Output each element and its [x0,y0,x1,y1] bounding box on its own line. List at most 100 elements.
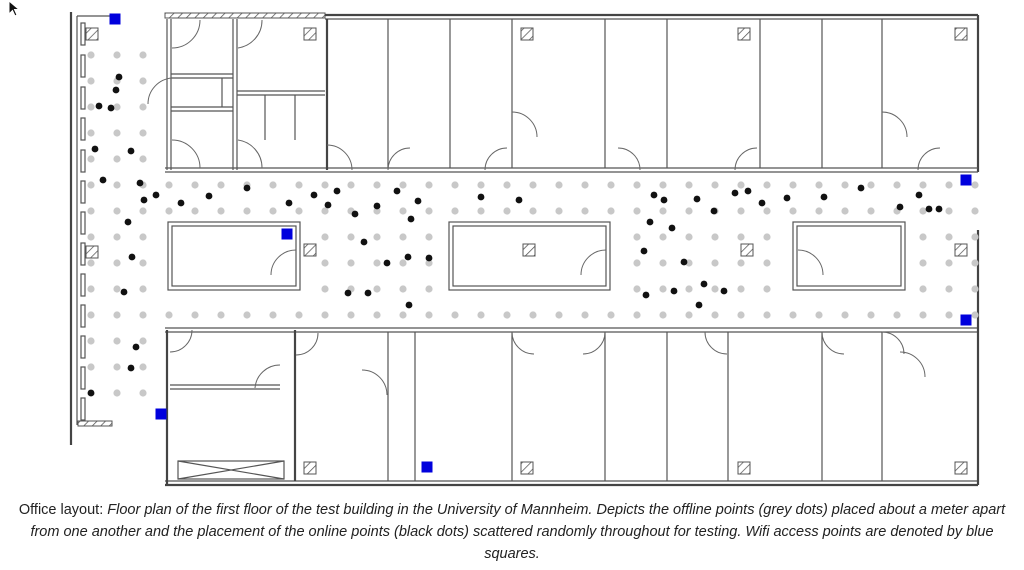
online-point [243,184,251,192]
offline-point [191,311,199,319]
wifi-access-point [421,461,433,473]
online-point [820,193,828,201]
online-point [700,280,708,288]
wifi-access-point [960,314,972,326]
offline-point [945,207,953,215]
offline-point [373,233,381,241]
online-point [120,288,128,296]
offline-point [139,77,147,85]
offline-point [321,311,329,319]
offline-point [373,181,381,189]
offline-point [893,181,901,189]
offline-point [867,181,875,189]
offline-point [373,207,381,215]
offline-point [919,259,927,267]
offline-point [139,311,147,319]
offline-point [841,181,849,189]
offline-point [633,285,641,293]
offline-point [373,259,381,267]
offline-point [87,337,95,345]
offline-point [919,285,927,293]
offline-point [191,181,199,189]
offline-point [477,181,485,189]
offline-point [113,155,121,163]
online-point [136,179,144,187]
offline-point [87,311,95,319]
offline-point [217,181,225,189]
floor-plan [69,12,980,487]
offline-point [139,51,147,59]
offline-point [87,259,95,267]
offline-point [711,311,719,319]
offline-point [139,233,147,241]
offline-point [763,207,771,215]
offline-point [87,129,95,137]
offline-point [321,233,329,241]
offline-point [867,311,875,319]
offline-point [971,233,979,241]
offline-point [607,311,615,319]
wifi-access-point [281,228,293,240]
offline-point [919,311,927,319]
offline-point [737,311,745,319]
offline-point [139,207,147,215]
offline-point [399,181,407,189]
offline-point [685,285,693,293]
offline-point [139,337,147,345]
offline-point [711,285,719,293]
online-point [152,191,160,199]
online-point [360,238,368,246]
online-points [87,73,943,397]
offline-point [659,233,667,241]
offline-point [763,311,771,319]
offline-point [399,259,407,267]
online-point [324,201,332,209]
offline-point [633,259,641,267]
offline-point [633,233,641,241]
online-point [642,291,650,299]
online-point [695,301,703,309]
online-point [710,207,718,215]
online-point [124,218,132,226]
offline-point [659,311,667,319]
online-point [650,191,658,199]
online-point [127,147,135,155]
offline-point [191,207,199,215]
online-point [373,202,381,210]
online-point [915,191,923,199]
online-point [668,224,676,232]
figure-caption: Office layout: Floor plan of the first f… [8,499,1016,565]
offline-point [529,311,537,319]
offline-point [789,207,797,215]
offline-point [139,155,147,163]
offline-point [87,181,95,189]
online-point [783,194,791,202]
offline-point [555,207,563,215]
offline-point [607,207,615,215]
offline-point [685,181,693,189]
wifi-access-point [109,13,121,25]
online-point [646,218,654,226]
offline-point [295,311,303,319]
offline-point [841,207,849,215]
offline-point [503,181,511,189]
offline-point [737,285,745,293]
offline-point [165,181,173,189]
offline-point [477,207,485,215]
online-point [680,258,688,266]
offline-point [217,311,225,319]
online-point [112,86,120,94]
offline-point [113,259,121,267]
offline-point [451,311,459,319]
online-point [896,203,904,211]
offline-point [87,233,95,241]
online-point [405,301,413,309]
offline-point [503,311,511,319]
offline-point [633,207,641,215]
offline-point [659,285,667,293]
online-point [477,193,485,201]
offline-point [971,285,979,293]
online-point [115,73,123,81]
offline-point [139,363,147,371]
offline-point [685,311,693,319]
